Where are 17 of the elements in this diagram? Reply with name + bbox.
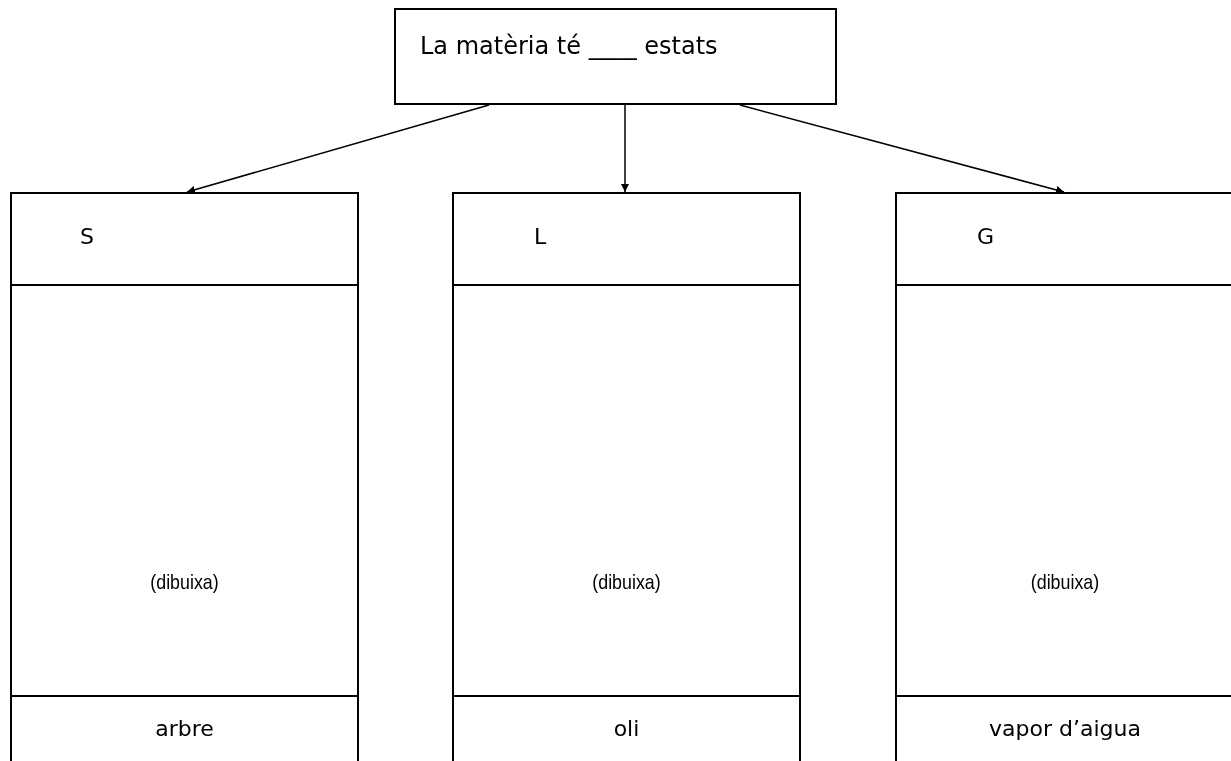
state-column-box (452, 192, 801, 761)
title-box (394, 8, 837, 105)
arrow (186, 104, 490, 194)
state-column-box (10, 192, 359, 761)
drawing-instruction: (dibuixa) (1029, 570, 1101, 594)
state-column-box (895, 192, 1231, 761)
drawing-instruction: (dibuixa) (591, 570, 662, 594)
arrow (739, 104, 1065, 194)
state-letter: S (80, 224, 94, 249)
example-text: vapor d’aigua (988, 716, 1142, 741)
arrow (621, 104, 629, 193)
state-letter: G (977, 224, 995, 249)
state-letter: L (534, 224, 547, 249)
heading-text: La matèria té ____ estats (420, 32, 718, 60)
example-text: arbre (154, 716, 215, 741)
example-text: oli (612, 716, 641, 741)
drawing-instruction: (dibuixa) (149, 570, 220, 594)
